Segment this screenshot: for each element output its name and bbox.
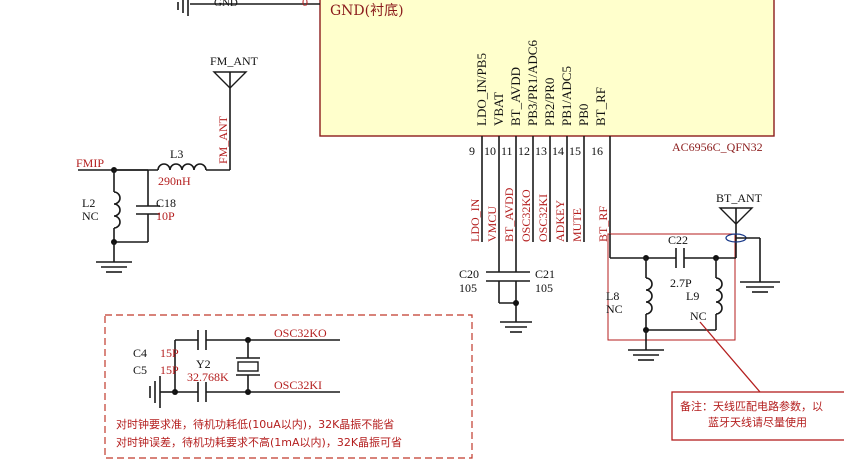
l8-inductor xyxy=(645,277,653,315)
net-label-osc32ko: OSC32KO xyxy=(519,189,533,242)
chip-body xyxy=(319,0,775,137)
osc32ki-net-label: OSC32KI xyxy=(274,378,322,392)
fm-antenna-label: FM_ANT xyxy=(210,54,259,68)
fm-antenna-symbol xyxy=(212,71,248,89)
bt-antenna-symbol xyxy=(718,207,754,258)
net-label-mute: MUTE xyxy=(570,208,584,242)
crystal-section-box xyxy=(104,314,473,459)
l2-ref: L2 xyxy=(82,196,95,210)
bt-note-box xyxy=(671,391,844,441)
bt-note-line1: 备注：天线匹配电路参数，以 xyxy=(680,399,823,413)
pin-number-15: 15 xyxy=(569,144,581,158)
crystal-note-line1: 对时钟要求准，待机功耗低(10uA以内)，32K晶振不能省 xyxy=(116,417,394,431)
net-label-bt-avdd: BT_AVDD xyxy=(502,187,516,242)
ground-symbol-fm xyxy=(96,261,132,273)
gnd-net-label: GND xyxy=(214,0,238,9)
note-leader-line xyxy=(699,321,761,393)
chip-part-name: AC6956C_QFN32 xyxy=(672,140,763,154)
chip-pin-names: LDO_IN/PB5 VBAT BT_AVDD PB3/PR1/ADC6 PB2… xyxy=(474,40,608,126)
junction-dot xyxy=(513,300,519,306)
c5-value: 15P xyxy=(160,363,179,377)
l3-inductor xyxy=(157,163,207,171)
pin-name-16: BT_RF xyxy=(593,87,608,126)
crystal-note-line2: 对时钟误差，待机功耗要求不高(1mA以内)，32K晶振可省 xyxy=(116,435,402,449)
ground-symbol-bt-ant xyxy=(740,281,780,293)
ground-symbol-bt-match xyxy=(628,349,664,361)
pin-number-16: 16 xyxy=(591,144,603,158)
l2-value: NC xyxy=(82,209,99,223)
l3-ref: L3 xyxy=(170,147,183,161)
pin-name-13: PB2/PR0 xyxy=(542,78,557,126)
c22-ref: C22 xyxy=(668,233,688,247)
pin-number-12: 12 xyxy=(518,144,530,158)
bt-match-box xyxy=(607,233,736,341)
pin-number-11: 11 xyxy=(501,144,513,158)
net-label-ldo-in: LDO_IN xyxy=(468,198,482,242)
c22-value: 2.7P xyxy=(670,276,692,290)
pin-number-14: 14 xyxy=(552,144,564,158)
pin-name-9: LDO_IN/PB5 xyxy=(474,53,489,126)
c21-ref: C21 xyxy=(535,267,555,281)
gnd-pin-number: 0 xyxy=(302,0,308,9)
osc32ko-net-label: OSC32KO xyxy=(274,326,327,340)
c4-ref: C4 xyxy=(133,346,147,360)
c21-value: 105 xyxy=(535,281,553,295)
c20-value: 105 xyxy=(459,281,477,295)
c18-ref: C18 xyxy=(156,196,176,210)
fmip-net-label: FMIP xyxy=(76,156,104,170)
chip-gnd-pin-label: GND(衬底) xyxy=(330,3,404,19)
l8-ref: L8 xyxy=(606,289,619,303)
l9-inductor xyxy=(715,277,723,315)
net-label-bt-rf: BT_RF xyxy=(596,206,610,242)
decoupling-caps xyxy=(486,271,532,333)
l9-value: NC xyxy=(690,309,707,323)
pin-name-10: VBAT xyxy=(491,92,506,126)
chip-pin-stubs xyxy=(481,136,611,272)
fm-antenna-net: FM_ANT xyxy=(216,115,230,164)
c4-value: 15P xyxy=(160,346,179,360)
y2-value: 32.768K xyxy=(187,370,229,384)
net-label-vmcu: VMCU xyxy=(485,206,499,242)
y2-crystal-body xyxy=(237,361,259,372)
l2-inductor xyxy=(113,191,121,229)
pin-name-15: PB0 xyxy=(576,104,591,126)
net-label-osc32ki: OSC32KI xyxy=(536,194,550,242)
c18-value: 10P xyxy=(156,209,175,223)
l8-value: NC xyxy=(606,302,623,316)
l3-value: 290nH xyxy=(158,174,191,188)
pin-name-14: PB1/ADC5 xyxy=(559,66,574,126)
l9-ref: L9 xyxy=(686,289,699,303)
pin-name-11: BT_AVDD xyxy=(508,67,523,126)
pin-number-10: 10 xyxy=(484,144,496,158)
pin-name-12: PB3/PR1/ADC6 xyxy=(525,40,540,126)
ground-symbol-decoupling xyxy=(500,321,532,333)
bt-note-line2: 蓝牙天线请尽量使用 xyxy=(708,415,807,429)
chip-net-labels: LDO_IN VMCU BT_AVDD OSC32KO OSC32KI ADKE… xyxy=(468,187,610,242)
y2-ref: Y2 xyxy=(196,357,211,371)
bt-antenna-label: BT_ANT xyxy=(716,191,763,205)
pin-number-13: 13 xyxy=(535,144,547,158)
c20-ref: C20 xyxy=(459,267,479,281)
chip-pin-numbers: 9 10 11 12 13 14 15 16 xyxy=(469,144,603,158)
pin-number-9: 9 xyxy=(469,144,475,158)
ground-symbol-top xyxy=(177,0,189,16)
net-label-adkey: ADKEY xyxy=(553,200,567,242)
c5-ref: C5 xyxy=(133,363,147,377)
ground-symbol-crystal xyxy=(149,376,161,408)
